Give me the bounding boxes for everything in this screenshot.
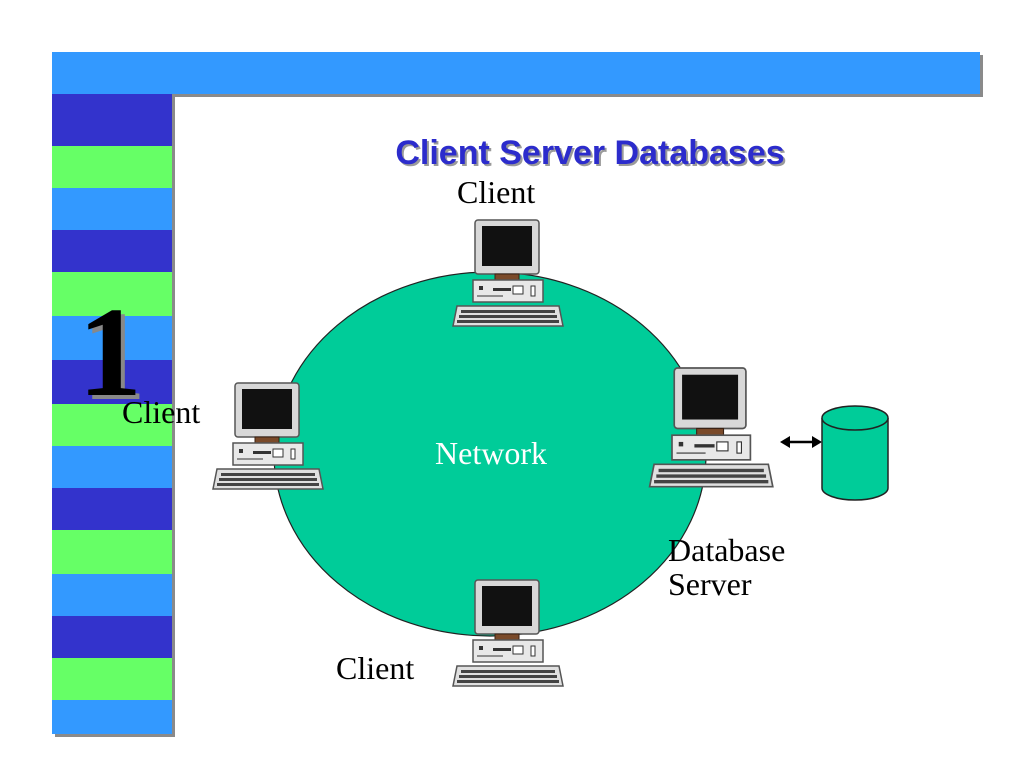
stripe (52, 616, 172, 658)
client-label-top: Client (457, 174, 536, 210)
stripe (52, 360, 172, 404)
stripe (52, 316, 172, 360)
stripe (52, 574, 172, 616)
stripe (52, 230, 172, 272)
database-cylinder-icon (821, 405, 889, 501)
stripe (52, 404, 172, 446)
double-arrow-icon (780, 436, 822, 448)
client-label-left: Client (122, 394, 201, 430)
client-label-bottom: Client (336, 650, 415, 686)
stripe (52, 446, 172, 488)
server-label-line2: Server (668, 565, 752, 602)
slide-title: Client Server Databases (395, 134, 785, 172)
stripe (52, 488, 172, 530)
stripe (52, 272, 172, 316)
stripe (52, 94, 172, 146)
stripe (52, 530, 172, 574)
server-label: Database Server (668, 532, 786, 602)
slide-number: 1 (78, 281, 142, 423)
top-banner (52, 52, 980, 94)
stripe (52, 658, 172, 700)
server-label-line1: Database (668, 532, 786, 568)
side-stripe-bar (52, 94, 172, 734)
stripe (52, 700, 172, 734)
stripe (52, 188, 172, 230)
stripe (52, 146, 172, 188)
network-label: Network (435, 435, 547, 471)
